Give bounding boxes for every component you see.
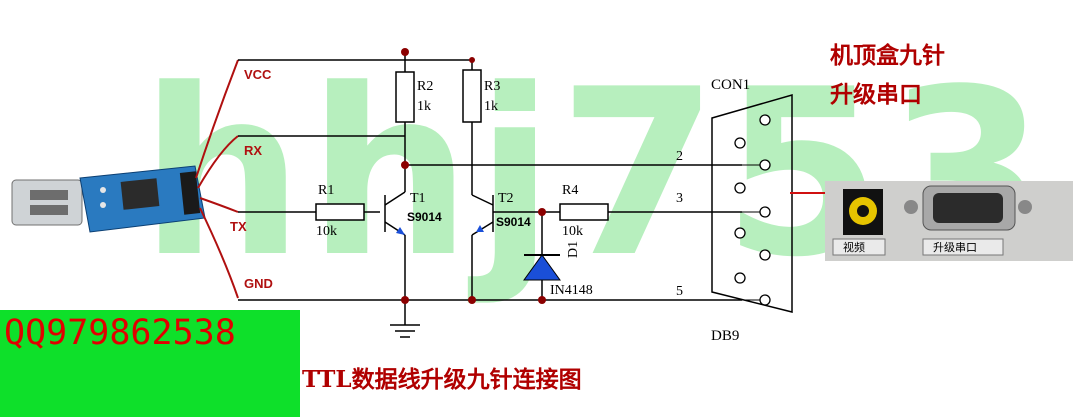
t1-emitter-arrow (396, 227, 405, 235)
t2-part: S9014 (496, 215, 531, 229)
r1-value: 10k (316, 224, 337, 239)
r3-value: 1k (484, 99, 498, 114)
label-vcc: VCC (244, 67, 272, 82)
t2-name: T2 (498, 191, 514, 206)
r2-name: R2 (417, 79, 434, 94)
adapter-wires (195, 59, 239, 299)
t1-part: S9014 (407, 210, 442, 224)
d1-name: D1 (566, 240, 581, 258)
usb-ttl-adapter (11, 165, 206, 233)
target-title-line2: 升级串口 (830, 82, 922, 108)
d1-diode (523, 254, 561, 281)
circuit-wires (238, 52, 742, 338)
t2-emitter-arrow (476, 225, 484, 232)
r3-name: R3 (484, 79, 501, 94)
target-title-line1: 机顶盒九针 (830, 43, 945, 69)
db9-connector (711, 94, 793, 313)
pin-2-label: 2 (676, 149, 683, 164)
r2-value: 1k (417, 99, 431, 114)
diagram-title: TTL数据线升级九针连接图 (302, 366, 582, 393)
connector-type: DB9 (711, 328, 740, 344)
r1-resistor (315, 203, 365, 221)
label-gnd: GND (244, 276, 273, 291)
r4-resistor (559, 203, 609, 221)
t1-name: T1 (410, 191, 426, 206)
contact-qq: QQ979862538 (4, 313, 236, 353)
pin-5-label: 5 (676, 284, 683, 299)
r1-name: R1 (318, 183, 335, 198)
set-top-box-photo: 视频 升级串口 (825, 181, 1073, 261)
d1-part: IN4148 (550, 283, 593, 298)
photo-label-upgrade: 升级串口 (933, 241, 977, 254)
r2-resistor (395, 71, 415, 123)
pin-3-label: 3 (676, 191, 683, 206)
r3-resistor (462, 69, 482, 123)
label-tx: TX (230, 219, 247, 234)
connector-name: CON1 (711, 77, 751, 93)
r4-value: 10k (562, 224, 583, 239)
r4-name: R4 (562, 183, 579, 198)
photo-label-video: 视频 (843, 241, 865, 254)
contact-box (0, 310, 300, 417)
junction-dots (401, 48, 546, 304)
label-rx: RX (244, 143, 263, 158)
